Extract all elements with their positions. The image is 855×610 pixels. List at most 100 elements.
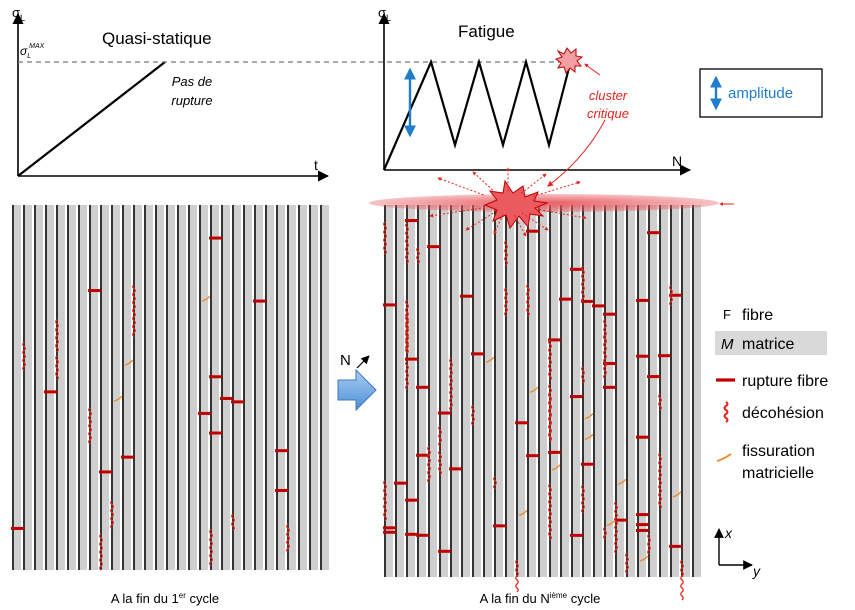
decohesion-mark [427, 446, 431, 484]
matrix-crack [639, 555, 649, 562]
decohesion-mark [405, 299, 409, 353]
legend-decohesion: décohésion [742, 405, 824, 422]
matrix-strip [256, 205, 263, 570]
legend-fissuration-1: fissuration [742, 443, 815, 460]
sigma-max-label: σLMAX [20, 43, 45, 60]
matrix-strip [289, 205, 296, 570]
fatigue-graph: σL Fatigue N cluster critique [378, 5, 692, 187]
matrix-strip [300, 205, 307, 570]
legend-matrice: matrice [742, 336, 795, 353]
decohesion-mark [88, 407, 92, 445]
cluster-pointer-arrow [584, 63, 601, 76]
matrix-crack [124, 359, 134, 366]
matrix-strip [650, 205, 657, 577]
burst-arrow [493, 214, 504, 235]
decohesion-mark [669, 285, 673, 307]
matrix-strip [102, 205, 109, 570]
decohesion-mark [581, 484, 585, 514]
decohesion-mark [548, 339, 552, 381]
matrix-strip [322, 205, 329, 570]
matrix-strip [58, 205, 65, 570]
matrix-strip [157, 205, 164, 570]
matrix-strip [507, 205, 514, 577]
decohesion-mark [603, 318, 607, 344]
matrix-crack [518, 509, 528, 517]
decohesion-mark [405, 222, 409, 264]
quasi-title: Quasi-statique [102, 29, 212, 48]
matrix-strip [496, 205, 503, 577]
x-axis-label: x [724, 525, 733, 541]
decohesion-mark [132, 284, 136, 338]
decohesion-mark [658, 452, 662, 510]
amplitude-legend-label: amplitude [728, 85, 793, 102]
matrix-strip [25, 205, 32, 570]
matrix-strip [201, 205, 208, 570]
xy-axes-indicator: x y [714, 525, 761, 579]
matrix-strip [683, 205, 690, 577]
fatigue-sigma-label: σL [378, 5, 391, 23]
critical-cluster-star [483, 179, 549, 230]
decohesion-mark [614, 500, 618, 554]
matrix-crack [485, 356, 495, 363]
decohesion-mark [55, 319, 59, 353]
cluster-label-1: cluster [589, 88, 628, 103]
matrice-symbol: M [721, 336, 734, 353]
decohesion-mark [680, 559, 684, 601]
matrix-strip [408, 205, 415, 577]
matrix-strip [485, 205, 492, 577]
matrix-strip [311, 205, 318, 570]
matrix-strip [661, 205, 668, 577]
decohesion-mark [55, 355, 59, 381]
matrix-strip [69, 205, 76, 570]
decohesion-mark [581, 366, 585, 384]
matrix-strip [80, 205, 87, 570]
decohesion-mark [416, 246, 420, 264]
matrix-strip [694, 205, 701, 577]
decohesion-mark [449, 357, 453, 411]
decohesion-mark [405, 312, 409, 354]
decohesion-mark [209, 529, 213, 567]
matrix-strip [135, 205, 142, 570]
matrix-strip [245, 205, 252, 570]
matrix-strip [540, 205, 547, 577]
matrix-strip [267, 205, 274, 570]
matrix-strip [551, 205, 558, 577]
decohesion-mark [526, 283, 530, 317]
decohesion-mark [493, 476, 497, 490]
burst-arrow [521, 212, 549, 231]
matrix-strip [441, 205, 448, 577]
matrix-crack [617, 478, 627, 485]
matrix-crack [584, 433, 594, 441]
matrix-strip [573, 205, 580, 577]
decohesion-mark [383, 480, 387, 522]
decohesion-mark [438, 425, 442, 447]
matrix-strip [278, 205, 285, 570]
decohesion-mark [504, 240, 508, 266]
burst-arrow [520, 173, 547, 194]
decohesion-mark [515, 559, 519, 593]
matrix-strip [223, 205, 230, 570]
fatigue-n-label: N [672, 153, 682, 169]
matrix-strip [124, 205, 131, 570]
matrix-strip [190, 205, 197, 570]
matrix-strip [36, 205, 43, 570]
y-axis-label: y [752, 563, 761, 579]
matrix-crack [113, 395, 123, 402]
matrix-strip [234, 205, 241, 570]
matrix-strip [168, 205, 175, 570]
decohesion-mark [658, 393, 662, 411]
composite-panel-nth-cycle [383, 205, 701, 601]
decohesion-mark [22, 341, 26, 371]
matrix-strip [212, 205, 219, 570]
burst-arrow [465, 212, 494, 231]
n-increase-label: N [340, 352, 351, 369]
decohesion-mark [286, 523, 290, 553]
matrix-strip [617, 205, 624, 577]
decohesion-mark [383, 221, 387, 255]
matrix-strip [113, 205, 120, 570]
critical-zone [369, 167, 734, 237]
quasi-static-graph: σL σLMAX Quasi-statique Pas de rupture t [12, 5, 578, 182]
burst-arrow [535, 208, 587, 220]
quasi-loading-line [17, 61, 166, 177]
